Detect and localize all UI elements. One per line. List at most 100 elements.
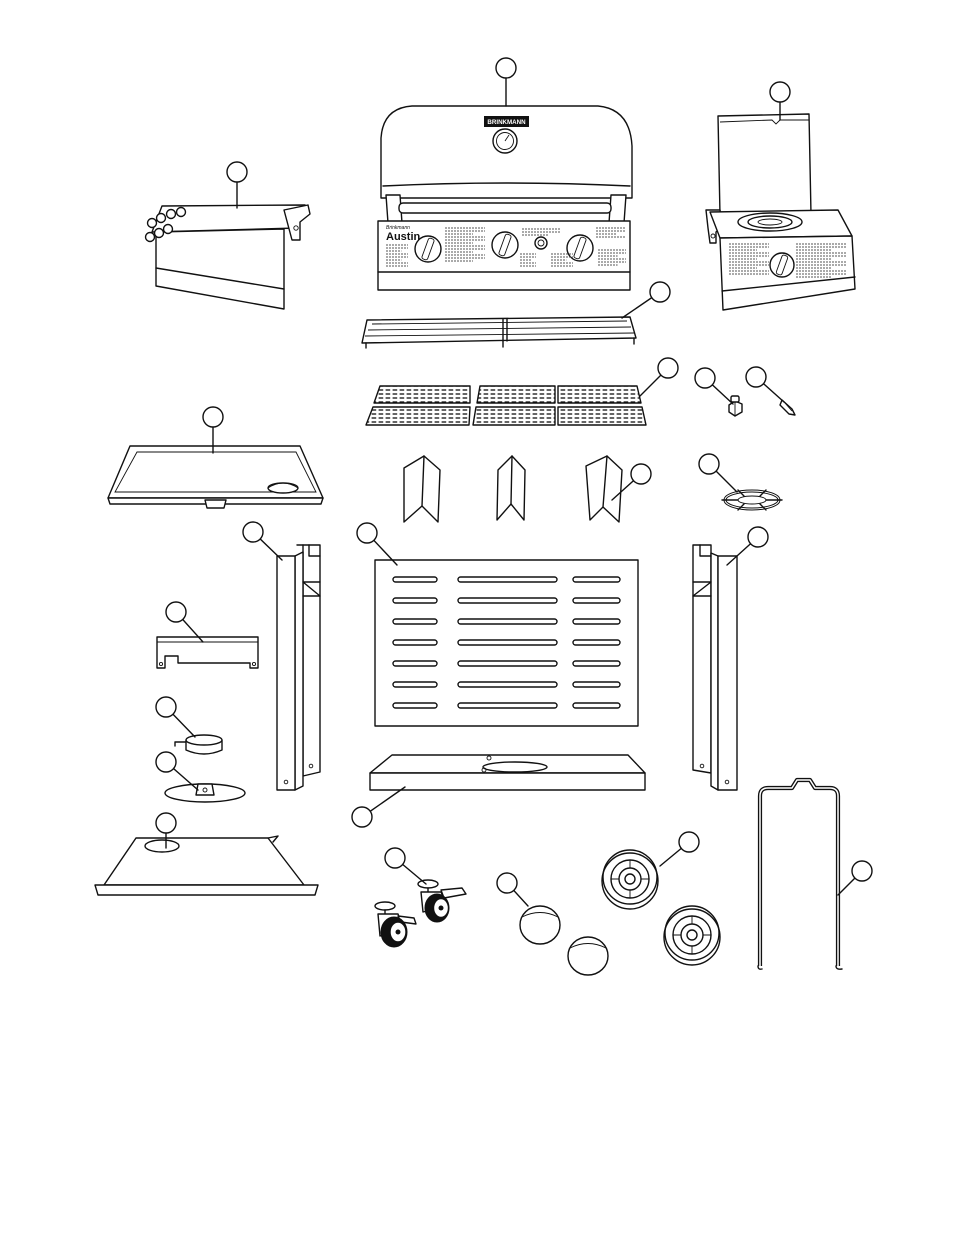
callout-circle xyxy=(695,368,715,388)
callout-front-panel xyxy=(357,523,397,565)
igniter-electrode xyxy=(780,400,795,415)
caster-rear xyxy=(418,880,466,922)
grease-cup-holder xyxy=(165,784,245,802)
callout-circle xyxy=(227,162,247,182)
cooking-grate-center-rear xyxy=(477,386,555,403)
panel-vent-slot xyxy=(458,619,557,624)
panel-vent-slot xyxy=(393,598,437,603)
callout-hood xyxy=(496,58,516,106)
callout-right-leg xyxy=(727,527,768,565)
tank-wire-frame xyxy=(758,780,842,969)
panel-vent-slot xyxy=(458,577,557,582)
callout-circle xyxy=(203,407,223,427)
side-shelf xyxy=(146,205,311,309)
panel-vent-slot xyxy=(573,598,620,603)
panel-vent-slot xyxy=(393,703,437,708)
callout-wheels xyxy=(660,832,699,866)
callout-circle xyxy=(770,82,790,102)
side-burner-knob xyxy=(770,253,794,277)
callout-cup-holder xyxy=(156,752,198,790)
heat-tent-center xyxy=(497,456,525,520)
callout-circle xyxy=(156,697,176,717)
igniter-button xyxy=(535,237,547,249)
callout-casters xyxy=(385,848,426,884)
callout-circle xyxy=(156,752,176,772)
panel-vent-slot xyxy=(458,598,557,603)
heat-tent-left xyxy=(404,456,440,522)
heat-tent-right xyxy=(586,456,622,522)
caster-front xyxy=(375,902,416,947)
wheel-lower xyxy=(664,906,720,965)
panel-vent-slot xyxy=(393,682,437,687)
callout-circle xyxy=(679,832,699,852)
callout-burner-grate xyxy=(699,454,737,492)
callout-cooking-grates xyxy=(640,358,678,396)
callout-circle xyxy=(243,522,263,542)
cooking-grate-right-rear xyxy=(558,386,641,403)
panel-vent-slot xyxy=(393,661,437,666)
callout-bracket xyxy=(166,602,203,642)
front-panel xyxy=(375,560,638,726)
callout-circle xyxy=(746,367,766,387)
valve-fitting xyxy=(729,396,742,416)
control-panel: Brinkmann Austin xyxy=(378,221,630,290)
callout-circle xyxy=(496,58,516,78)
panel-vent-slot xyxy=(573,577,620,582)
callout-circle xyxy=(357,523,377,543)
panel-vent-slot xyxy=(573,682,620,687)
callout-circle xyxy=(631,464,651,484)
cooking-grate-left-rear xyxy=(374,386,470,403)
callout-circle xyxy=(352,807,372,827)
control-knob-left xyxy=(415,236,441,262)
thermometer-icon xyxy=(493,129,517,153)
leg-cap-upper xyxy=(520,906,560,944)
panel-vent-slot xyxy=(573,619,620,624)
grease-cup xyxy=(175,735,222,754)
panel-vent-slot xyxy=(458,682,557,687)
wheel-upper xyxy=(602,850,658,909)
panel-vent-slot xyxy=(458,661,557,666)
drip-tray-handle xyxy=(205,500,226,508)
right-leg xyxy=(693,545,737,790)
cooking-grate-right-front xyxy=(558,407,646,425)
side-burner-ring xyxy=(738,213,802,231)
cooking-grate-left-front xyxy=(366,407,470,425)
callout-circle xyxy=(658,358,678,378)
hood-brand-text: BRINKMANN xyxy=(487,119,526,126)
callout-circle xyxy=(748,527,768,547)
side-burner-grate xyxy=(722,490,782,510)
warming-rack xyxy=(362,317,636,348)
panel-vent-slot xyxy=(573,703,620,708)
callout-circle xyxy=(497,873,517,893)
shelf-bracket xyxy=(284,205,310,240)
cooking-grates xyxy=(366,386,646,425)
grill-hood: BRINKMANN xyxy=(381,106,632,198)
callout-circle xyxy=(699,454,719,474)
panel-vent-slot xyxy=(393,640,437,645)
panel-vent-slot xyxy=(393,619,437,624)
callout-circle xyxy=(166,602,186,622)
panel-vent-slot xyxy=(573,640,620,645)
callout-left-leg xyxy=(243,522,282,560)
panel-vent-slot xyxy=(393,577,437,582)
callout-grease-cup xyxy=(156,697,195,737)
cooking-grate-center-front xyxy=(473,407,555,425)
bottom-shelf xyxy=(370,755,645,790)
hood-handle xyxy=(386,195,626,223)
callout-side-shelf xyxy=(227,162,247,208)
callout-bottom-shelf xyxy=(352,787,405,827)
side-burner xyxy=(706,114,855,310)
callout-wire-frame xyxy=(838,861,872,895)
callout-valve-fitting xyxy=(695,368,733,404)
callout-igniter-electrode xyxy=(746,367,784,402)
drip-tray xyxy=(108,446,323,508)
callout-leg-caps xyxy=(497,873,528,906)
crossbar-bracket xyxy=(157,637,258,668)
panel-vent-slot xyxy=(458,640,557,645)
panel-model-text: Austin xyxy=(386,231,421,243)
callout-circle xyxy=(852,861,872,881)
panel-vent-slot xyxy=(573,661,620,666)
brand-plate: BRINKMANN xyxy=(484,116,529,127)
side-burner-lid xyxy=(718,114,811,215)
